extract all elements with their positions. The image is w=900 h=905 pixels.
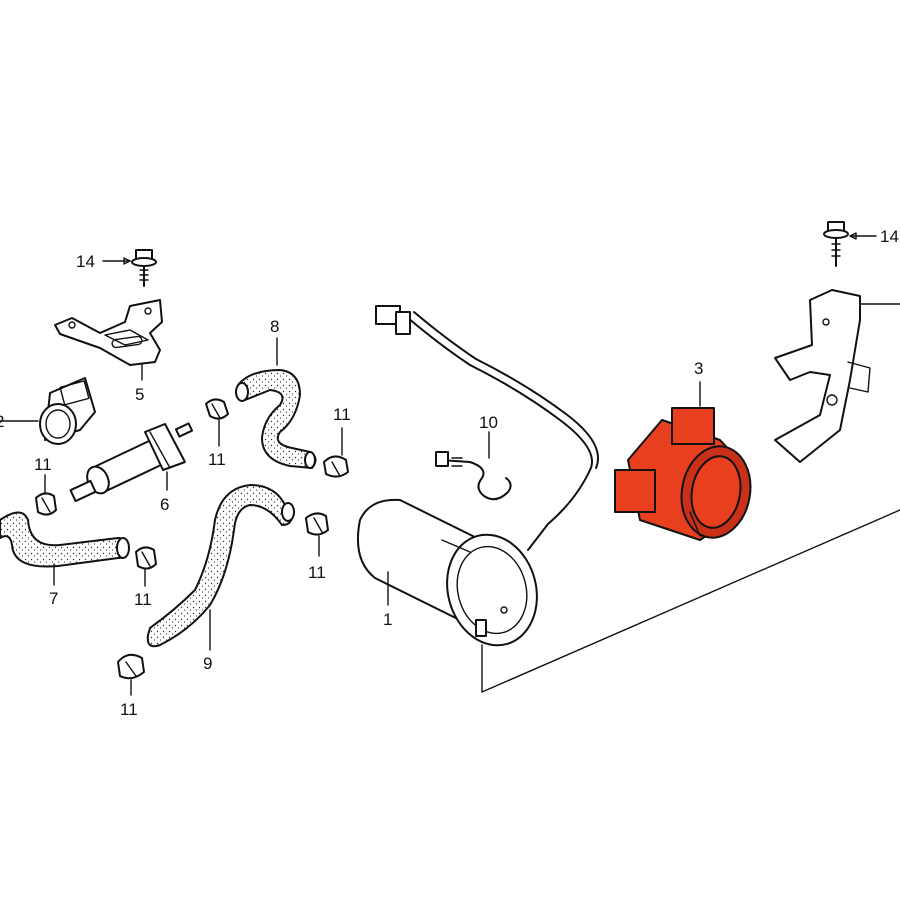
callout-8: 8: [270, 317, 279, 336]
callout-11-b: 11: [333, 405, 351, 424]
clip-11-d: [135, 546, 157, 570]
bracket-5: [54, 299, 163, 366]
clip-11-f: [117, 653, 145, 680]
callout-10: 10: [479, 413, 498, 432]
fuel-filter-6: [69, 422, 194, 503]
fuel-pump-1: [356, 305, 599, 647]
pump-rubber-mount-3: [614, 407, 752, 541]
callout-1: 1: [383, 610, 392, 629]
hose-7: [0, 511, 130, 568]
callout-14-right: 14: [880, 227, 899, 246]
callout-11-e: 11: [308, 563, 326, 582]
callout-11-c: 11: [34, 455, 52, 474]
clip-11-a: [205, 398, 229, 420]
clip-11-e: [305, 512, 329, 536]
bolt-14-right: [823, 221, 877, 267]
callout-14-left: 14: [76, 252, 95, 271]
callout-11-d: 11: [134, 590, 152, 609]
pump-bracket: [774, 289, 900, 463]
callout-11-a: 11: [208, 450, 226, 469]
callout-6: 6: [160, 495, 169, 514]
rubber-mount-2: [39, 377, 96, 445]
callout-7: 7: [49, 589, 58, 608]
clip-11-b: [323, 455, 349, 478]
callout-9: 9: [203, 654, 212, 673]
callout-11-f: 11: [120, 700, 138, 719]
assembly-leader: [481, 509, 900, 693]
hose-9: [146, 484, 295, 648]
callout-5: 5: [135, 385, 144, 404]
bolt-14-left: [102, 249, 157, 287]
hose-8: [235, 369, 317, 469]
callout-3: 3: [694, 359, 703, 378]
callout-2-partial: 2: [0, 412, 4, 431]
clip-11-c: [35, 492, 57, 516]
wire-clamp-10: [435, 451, 512, 501]
